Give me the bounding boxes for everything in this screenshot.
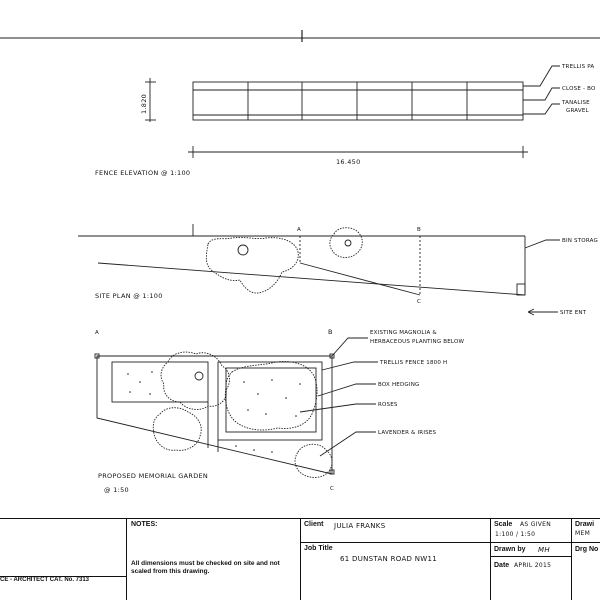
scale-label: Scale [494,521,513,528]
annotation-lavender: LAVENDER & IRISES [378,430,437,436]
magnolia-trunk [194,371,204,381]
leader-line [299,403,376,413]
client-value: JULIA FRANKS [334,522,386,530]
annotation-roses: ROSES [378,402,398,408]
label-close-board: CLOSE - BO [562,86,596,92]
annotation-herbaceous: HERBACEOUS PLANTING BELOW [370,339,465,345]
scale-value-2: 1:100 / 1:50 [495,531,536,538]
label-tanalised: TANALISE [561,100,590,106]
planting-dot [265,413,267,415]
fence-panel-outline [192,81,524,121]
planting-dot [257,393,259,395]
label-site-entrance: SITE ENT [560,310,587,316]
planting-dot [247,409,249,411]
drawing-value: MEM [575,530,591,537]
drawn-by-value: MH [538,546,550,554]
leader-line [331,337,368,357]
title-block-grid [0,518,600,600]
leader-line [523,87,560,101]
site-plan-title: SITE PLAN @ 1:100 [95,292,163,300]
fence-height-dimension: 1.820 [140,94,148,114]
planting-dot [149,393,151,395]
garden-marker-b: B [328,328,333,336]
garden-marker-a: A [95,330,99,336]
annotation-box-hedging: BOX HEDGING [378,382,419,388]
scale-value-1: AS GIVEN [520,521,552,528]
leader-line [319,431,376,457]
date-label: Date [494,562,510,569]
irises-shrub [294,443,333,478]
label-gravel: GRAVEL [566,108,590,114]
title-block: CE - ARCHITECT CAT. No. 7313 NOTES: All … [0,518,600,600]
roses-planting [224,361,318,431]
client-label: Client [304,521,324,528]
job-title-label: Job Title [304,545,333,552]
arrow-head [527,308,535,316]
planting-dot [299,383,301,385]
job-title-value: 61 DUNSTAN ROAD NW11 [340,555,438,563]
planting-dot [235,445,237,447]
fence-elevation [145,65,560,158]
annotation-magnolia: EXISTING MAGNOLIA & [370,330,437,336]
fence-post-marker [329,469,335,475]
garden-bed-left [111,361,209,403]
label-bin-storage: BIN STORAG [562,238,598,244]
leader-line [317,383,376,397]
drawing-label: Drawi [575,521,595,528]
drg-no-label: Drg No [575,546,599,553]
fence-post-marker [94,353,100,359]
fence-post-marker [329,353,335,359]
tree-canopy [205,236,299,294]
site-marker-c: C [417,299,421,305]
garden-bed-right [217,361,323,441]
site-marker-b: B [417,227,421,233]
planting-dots [127,371,301,453]
magnolia-canopy [329,227,363,258]
magnolia-trunk [344,239,352,247]
site-plan [78,224,560,316]
garden-title: PROPOSED MEMORIAL GARDEN [98,472,208,480]
garden-marker-c: C [330,486,334,492]
planting-dot [151,371,153,373]
site-boundary-bottom [97,262,526,296]
bin-store [516,283,526,296]
fence-length-dimension: 16.450 [336,158,361,166]
notes-heading: NOTES: [131,521,158,528]
planting-dot [271,379,273,381]
magnolia-canopy [160,351,230,410]
garden-scale: @ 1:50 [104,486,129,494]
maker-label: CE - ARCHITECT CAT. No. 7313 [0,577,90,583]
site-marker-a: A [297,227,301,233]
annotation-trellis-fence: TRELLIS FENCE 1800 H [379,360,447,366]
tree-trunk [237,244,249,256]
garden-boundary [96,355,333,475]
planting-dot [129,391,131,393]
lavender-shrub [152,407,202,451]
planting-dot [139,381,141,383]
date-value: APRIL 2015 [514,562,552,569]
fence-elevation-title: FENCE ELEVATION @ 1:100 [95,169,190,177]
planting-dot [271,451,273,453]
leader-line [524,239,560,249]
planting-dot [285,397,287,399]
leader-line [321,361,378,371]
planting-dot [295,415,297,417]
notes-text: All dimensions must be checked on site a… [131,560,280,575]
leader-line [523,103,560,115]
drawn-by-label: Drawn by [494,546,526,553]
planting-dot [127,373,129,375]
label-trellis-panel: TRELLIS PA [561,64,594,70]
planting-dot [243,381,245,383]
memorial-garden-plan [94,337,378,478]
planting-dot [253,449,255,451]
leader-line [523,65,560,87]
garden-bed-right-inner [225,367,317,433]
site-diagonal [299,262,421,296]
